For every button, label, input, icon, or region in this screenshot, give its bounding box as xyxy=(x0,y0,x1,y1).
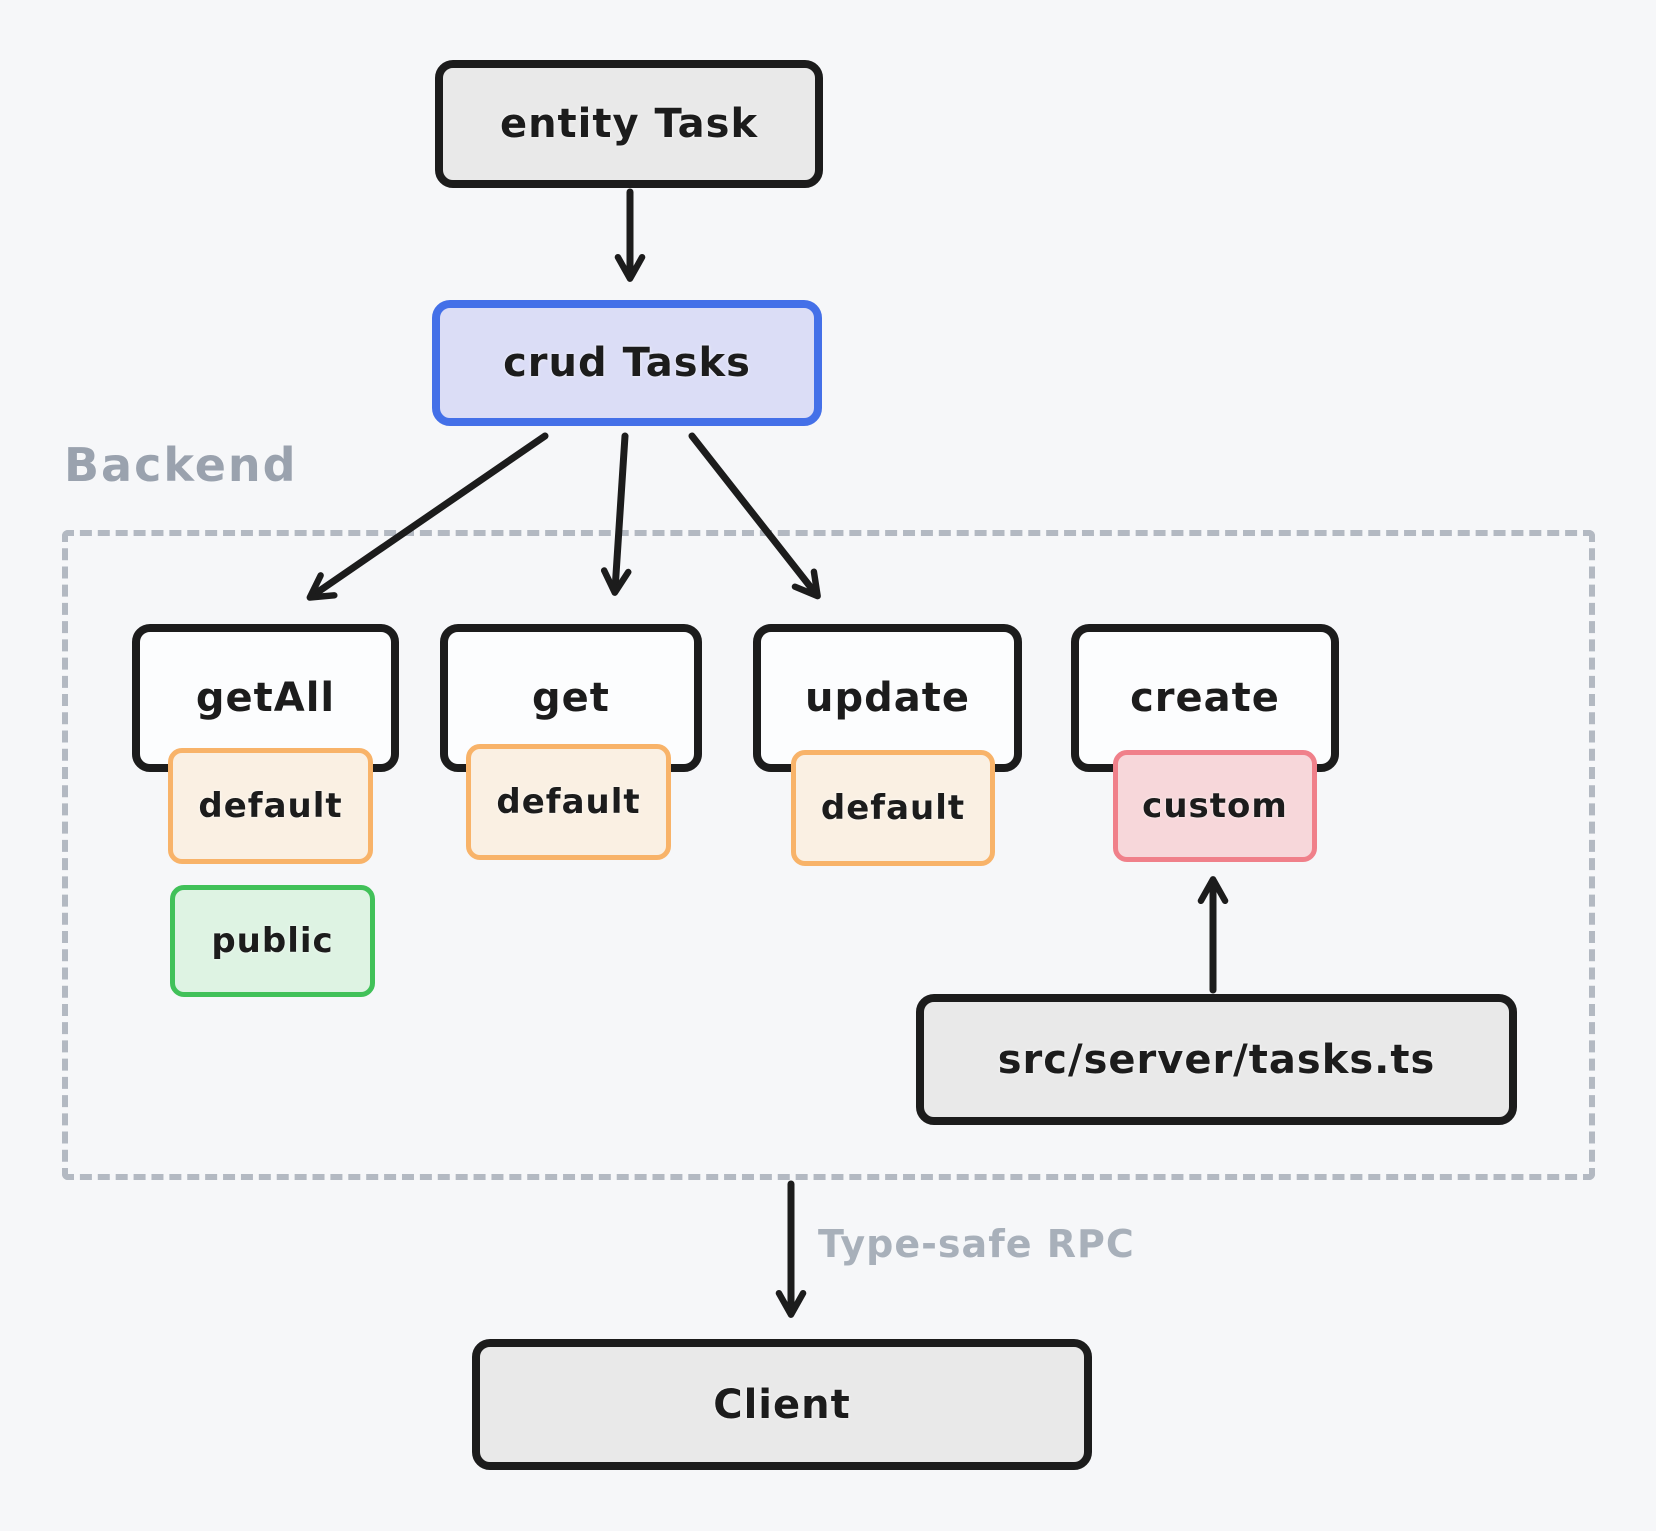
badge-getall-default-label: default xyxy=(198,786,343,826)
badge-getall-default[interactable]: default xyxy=(168,748,373,864)
operation-node-create[interactable]: create xyxy=(1071,624,1339,772)
badge-update-default[interactable]: default xyxy=(791,750,995,866)
server-file-label: src/server/tasks.ts xyxy=(997,1036,1436,1083)
badge-create-custom[interactable]: custom xyxy=(1113,750,1317,862)
entity-task-label: entity Task xyxy=(499,101,759,147)
badge-get-default-label: default xyxy=(496,782,641,822)
client-node-label: Client xyxy=(713,1381,851,1428)
badge-get-default[interactable]: default xyxy=(466,744,671,860)
client-node[interactable]: Client xyxy=(472,1339,1092,1470)
backend-region-label: Backend xyxy=(64,438,298,492)
crud-tasks-node[interactable]: crud Tasks xyxy=(432,300,822,426)
rpc-annotation-label: Type-safe RPC xyxy=(818,1222,1135,1266)
badge-getall-public-label: public xyxy=(211,921,334,961)
badge-create-custom-label: custom xyxy=(1142,786,1288,826)
badge-update-default-label: default xyxy=(820,788,966,828)
operation-label-get: get xyxy=(532,675,610,721)
entity-task-node[interactable]: entity Task xyxy=(435,60,823,188)
operation-node-update[interactable]: update xyxy=(753,624,1022,772)
backend-region xyxy=(62,530,1595,1180)
operation-label-update: update xyxy=(805,675,970,721)
badge-getall-public[interactable]: public xyxy=(170,885,375,997)
operation-label-create: create xyxy=(1130,675,1280,721)
crud-tasks-label: crud Tasks xyxy=(503,340,751,386)
server-file-node[interactable]: src/server/tasks.ts xyxy=(916,994,1517,1125)
operation-label-getall: getAll xyxy=(195,675,336,721)
